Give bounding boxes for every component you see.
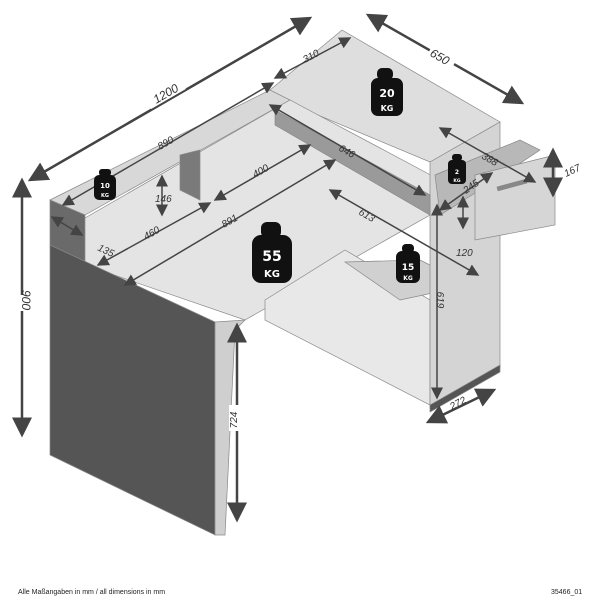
dim-310-line bbox=[273, 37, 352, 79]
inner-dimension-lines bbox=[50, 37, 537, 400]
svg-text:15: 15 bbox=[402, 263, 415, 273]
label-120: 120 bbox=[456, 248, 473, 259]
drawing-code: 35466_01 bbox=[551, 589, 583, 596]
svg-text:KG: KG bbox=[264, 269, 280, 280]
weight-20kg-icon: 20 KG bbox=[371, 68, 403, 116]
dim-245-line bbox=[438, 172, 494, 211]
label-724: 724 bbox=[229, 411, 240, 428]
svg-text:2: 2 bbox=[455, 169, 459, 176]
svg-text:KG: KG bbox=[403, 275, 413, 282]
dim-388-line bbox=[438, 127, 537, 183]
weight-15kg-icon: 15 KG bbox=[396, 244, 420, 283]
dim-613-line bbox=[328, 189, 480, 276]
svg-text:KG: KG bbox=[101, 193, 109, 199]
dim-272-line bbox=[425, 388, 497, 424]
svg-text:55: 55 bbox=[262, 249, 281, 265]
label-619: 619 bbox=[434, 292, 445, 309]
svg-text:KG: KG bbox=[453, 178, 460, 184]
dim-646-line bbox=[268, 104, 427, 196]
dim-135-line bbox=[50, 216, 84, 236]
label-146: 146 bbox=[155, 194, 172, 205]
label-167: 167 bbox=[563, 163, 583, 180]
units-note: Alle Maßangaben in mm / all dimensions i… bbox=[18, 589, 166, 596]
desk-body bbox=[49, 29, 556, 536]
svg-text:20: 20 bbox=[379, 87, 395, 100]
weight-2kg-icon: 2 KG bbox=[448, 154, 466, 184]
svg-text:10: 10 bbox=[100, 182, 110, 190]
svg-text:KG: KG bbox=[381, 104, 394, 113]
weight-55kg-icon: 55 KG bbox=[252, 222, 292, 283]
weight-10kg-icon: 10 KG bbox=[94, 169, 116, 200]
label-900: 900 bbox=[19, 290, 33, 310]
